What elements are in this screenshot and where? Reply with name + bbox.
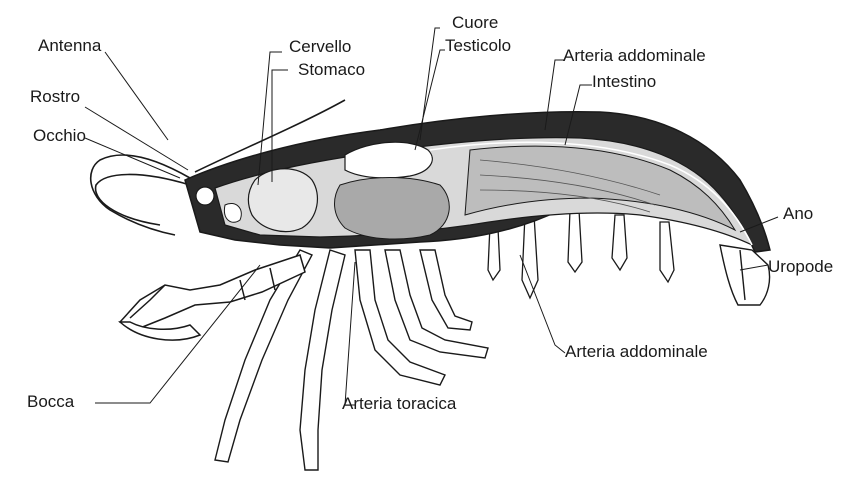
label-arteria-addominale-top: Arteria addominale (563, 47, 706, 65)
label-arteria-toracica: Arteria toracica (342, 395, 456, 413)
label-testicolo: Testicolo (445, 37, 511, 55)
tail-fan (720, 245, 770, 305)
body (185, 112, 770, 252)
label-cuore: Cuore (452, 14, 498, 32)
label-antenna: Antenna (38, 37, 101, 55)
label-cervello: Cervello (289, 38, 351, 56)
label-stomaco: Stomaco (298, 61, 365, 79)
label-intestino: Intestino (592, 73, 656, 91)
label-uropode: Uropode (768, 258, 833, 276)
label-rostro: Rostro (30, 88, 80, 106)
label-bocca: Bocca (27, 393, 74, 411)
label-arteria-addominale-bottom: Arteria addominale (565, 343, 708, 361)
label-occhio: Occhio (33, 127, 86, 145)
label-ano: Ano (783, 205, 813, 223)
